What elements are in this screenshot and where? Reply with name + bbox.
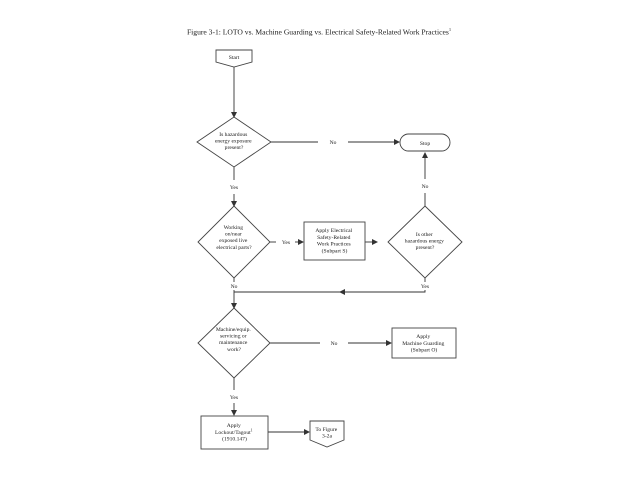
edge-labels: No Yes Yes No No Yes No Yes (230, 140, 429, 401)
node-decision-other: Is other hazardous energy present? (387, 205, 463, 279)
node-decision-machine: Machine/equip. servicing or maintenance … (197, 307, 271, 379)
connectors (231, 66, 428, 435)
label-electrical-yes: Yes (282, 240, 290, 246)
label-energy-no: No (330, 140, 337, 146)
node-apply-loto-text: Apply Lockout/Tagout1 (1910.147) (215, 423, 254, 443)
label-energy-yes: Yes (230, 185, 238, 191)
node-stop: Stop (399, 133, 451, 152)
label-other-no: No (422, 184, 429, 190)
figure-title: Figure 3-1: LOTO vs. Machine Guarding vs… (0, 27, 638, 37)
node-decision-energy-text: Is hazardous energy exposure present? (215, 132, 253, 151)
edge-other-yes-merge (234, 290, 426, 293)
node-stop-text: Stop (420, 141, 430, 147)
node-decision-energy: Is hazardous energy exposure present? (196, 116, 272, 168)
figure-title-footnote: 1 (448, 27, 452, 32)
node-decision-other-text: Is other hazardous energy present? (405, 232, 446, 251)
node-apply-electrical: Apply Electrical Safety-Related Work Pra… (303, 221, 366, 261)
node-start-text: Start (229, 55, 240, 61)
node-apply-guarding-text: Apply Machine Guarding (Subpart O) (402, 334, 446, 354)
node-apply-loto: Apply Lockout/Tagout1 (1910.147) (200, 415, 269, 450)
node-decision-machine-text: Machine/equip. servicing or maintenance … (216, 327, 252, 353)
node-start: Start (215, 49, 253, 68)
node-decision-electrical-text: Working on/near exposed live electrical … (216, 225, 252, 251)
node-apply-electrical-text: Apply Electrical Safety-Related Work Pra… (315, 228, 353, 254)
label-electrical-no: No (231, 284, 238, 290)
node-decision-electrical: Working on/near exposed live electrical … (197, 205, 271, 279)
label-machine-no: No (331, 341, 338, 347)
label-other-yes: Yes (421, 284, 429, 290)
figure-title-text: Figure 3-1: LOTO vs. Machine Guarding vs… (186, 27, 449, 37)
node-apply-guarding: Apply Machine Guarding (Subpart O) (391, 327, 457, 359)
label-machine-yes: Yes (230, 395, 238, 401)
node-to-figure: To Figure 3-2a (309, 420, 345, 448)
node-to-figure-text: To Figure 3-2a (315, 427, 338, 440)
